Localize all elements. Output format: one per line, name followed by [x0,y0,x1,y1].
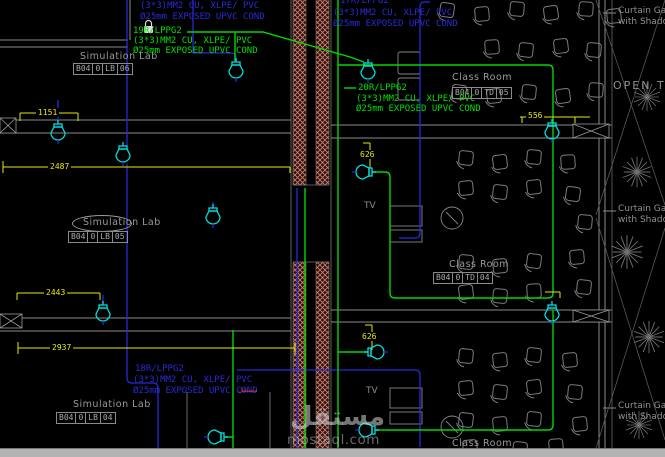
bottom-bar [0,448,665,457]
lock-icon [144,19,153,33]
green-circuit-wiring [187,0,554,457]
furniture [389,51,464,439]
blue-circuit-wiring [57,0,430,457]
wall-blocks [0,117,610,329]
walls-and-partitions [0,0,616,457]
plant-icons [610,82,665,440]
open-area-diagonals [595,0,665,449]
classroom-chairs [436,0,623,457]
hatched-wall [290,0,332,457]
